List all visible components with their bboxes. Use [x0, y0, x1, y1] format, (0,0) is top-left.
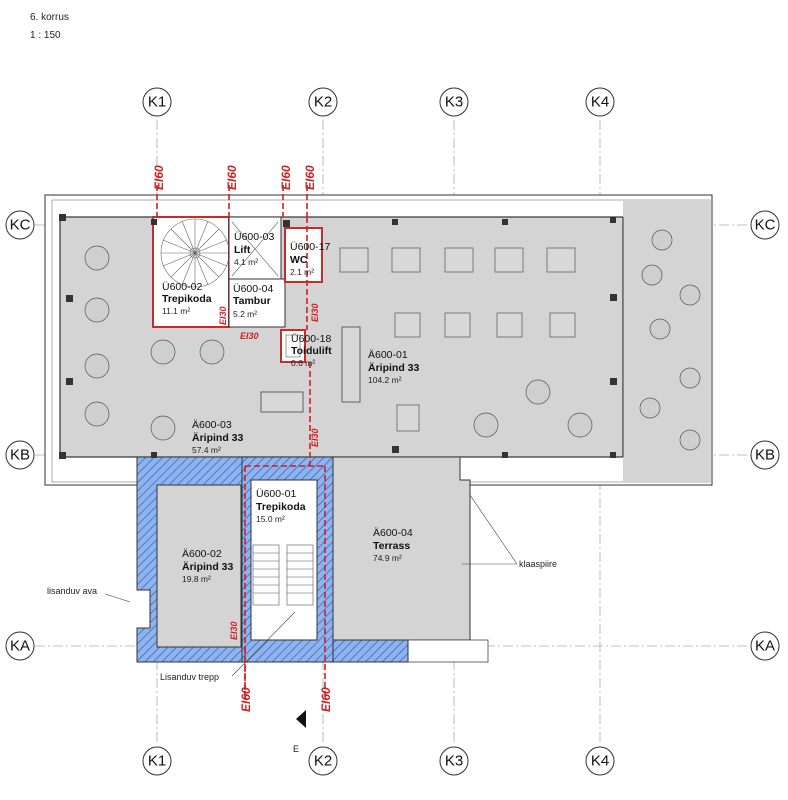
- room-a600-02-floor: [156, 484, 242, 648]
- columns: [59, 214, 617, 459]
- section-marker-label: E: [293, 744, 299, 754]
- svg-text:Ä600-01: Ä600-01: [368, 349, 408, 361]
- fire-label-ei60-6: EI60: [319, 687, 333, 712]
- grid-bubbles-left: KC KB KA: [5, 210, 35, 661]
- svg-text:15.0 m²: 15.0 m²: [256, 514, 285, 524]
- svg-text:Äripind 33: Äripind 33: [182, 560, 234, 573]
- svg-text:K1: K1: [148, 94, 166, 111]
- svg-text:Ü600-03: Ü600-03: [234, 231, 274, 243]
- fire-label-ei60-5: EI60: [239, 687, 253, 712]
- note-extra-opening: lisanduv ava: [47, 586, 97, 596]
- svg-text:19.8 m²: 19.8 m²: [182, 574, 211, 584]
- room-label-a600-02: Ä600-02 Äripind 33 19.8 m²: [182, 548, 234, 584]
- svg-text:5.2 m²: 5.2 m²: [233, 309, 257, 319]
- room-label-u600-17: Ü600-17 WC 2.1 m²: [290, 241, 330, 277]
- room-u600-04-tambur: [228, 278, 286, 328]
- svg-text:KA: KA: [10, 638, 30, 655]
- svg-text:0.6 m²: 0.6 m²: [291, 358, 315, 368]
- room-label-u600-02: Ü600-02 Trepikoda 11.1 m²: [162, 281, 212, 316]
- fire-label-ei60-2: EI60: [225, 165, 239, 190]
- room-label-a600-03: Ä600-03 Äripind 33 57.4 m²: [192, 419, 244, 455]
- svg-text:Ü600-04: Ü600-04: [233, 283, 273, 295]
- svg-text:104.2 m²: 104.2 m²: [368, 375, 402, 385]
- fire-label-ei30-1: EI30: [218, 306, 228, 325]
- room-label-a600-04: Ä600-04 Terrass 74.9 m²: [373, 527, 413, 563]
- note-glass-rail: klaaspiire: [519, 559, 557, 569]
- room-label-u600-04: Ü600-04 Tambur 5.2 m²: [233, 283, 273, 319]
- fire-label-ei60-4: EI60: [303, 165, 317, 190]
- svg-text:11.1 m²: 11.1 m²: [162, 306, 190, 316]
- svg-text:Ü600-17: Ü600-17: [290, 241, 330, 253]
- rect-tables: [339, 247, 576, 432]
- svg-text:Terrass: Terrass: [373, 540, 410, 552]
- svg-text:KC: KC: [10, 217, 31, 234]
- svg-text:Ä600-02: Ä600-02: [182, 548, 222, 560]
- svg-text:Äripind 33: Äripind 33: [368, 361, 420, 374]
- svg-text:Ä600-04: Ä600-04: [373, 527, 413, 539]
- svg-text:74.9 m²: 74.9 m²: [373, 553, 402, 563]
- svg-text:Trepikoda: Trepikoda: [256, 501, 306, 513]
- svg-text:KB: KB: [10, 447, 30, 464]
- grid-bubbles-top: K1 K2 K3 K4: [142, 87, 615, 117]
- stair-flight-lower: [252, 544, 314, 606]
- counter: [260, 391, 304, 413]
- svg-text:KA: KA: [755, 638, 775, 655]
- room-u600-18-dumbwaiter: [280, 329, 306, 363]
- fire-label-ei30-2: EI30: [240, 331, 259, 341]
- svg-text:4.1 m²: 4.1 m²: [234, 257, 258, 267]
- room-label-u600-03: Ü600-03 Lift 4.1 m²: [234, 231, 274, 267]
- svg-text:Lift: Lift: [234, 244, 251, 256]
- svg-text:K2: K2: [314, 753, 332, 770]
- svg-text:2.1 m²: 2.1 m²: [290, 267, 314, 277]
- fire-label-ei60-3: EI60: [279, 165, 293, 190]
- bar-counter: [341, 326, 361, 403]
- svg-text:Trepikoda: Trepikoda: [162, 293, 212, 305]
- room-label-u600-18: Ü600-18 Toidulift 0.6 m²: [291, 333, 332, 368]
- room-u600-17-wc: [284, 227, 323, 283]
- room-label-a600-01: Ä600-01 Äripind 33 104.2 m²: [368, 349, 420, 385]
- fire-label-ei30-3: EI30: [310, 303, 320, 322]
- svg-text:KB: KB: [755, 447, 775, 464]
- svg-text:K1: K1: [148, 753, 166, 770]
- note-extra-stair: Lisanduv trepp: [160, 672, 219, 682]
- svg-text:K2: K2: [314, 94, 332, 111]
- svg-text:Ü600-02: Ü600-02: [162, 281, 202, 293]
- fire-label-ei60-1: EI60: [152, 165, 166, 190]
- floor-title: 6. korrus: [30, 12, 69, 23]
- fire-label-ei30-5: EI30: [229, 621, 239, 640]
- scale-label: 1 : 150: [30, 30, 61, 41]
- svg-text:K3: K3: [445, 753, 463, 770]
- spiral-stair: [160, 218, 230, 288]
- svg-text:Ü600-01: Ü600-01: [256, 488, 296, 500]
- svg-text:WC: WC: [290, 254, 308, 266]
- svg-text:K4: K4: [591, 94, 609, 111]
- svg-text:57.4 m²: 57.4 m²: [192, 445, 221, 455]
- svg-text:Ä600-03: Ä600-03: [192, 419, 232, 431]
- svg-text:K4: K4: [591, 753, 609, 770]
- svg-text:KC: KC: [755, 217, 776, 234]
- svg-text:Ü600-18: Ü600-18: [291, 333, 331, 345]
- svg-text:Äripind 33: Äripind 33: [192, 431, 244, 444]
- section-marker-icon: [296, 710, 306, 728]
- svg-text:K3: K3: [445, 94, 463, 111]
- room-label-u600-01: Ü600-01 Trepikoda 15.0 m²: [256, 488, 306, 524]
- grid-bubbles-bottom: K1 K2 K3 K4: [142, 746, 615, 776]
- round-tables: [84, 229, 701, 451]
- grid-bubbles-right: KC KB KA: [750, 210, 780, 661]
- room-u600-01-floor: [250, 479, 318, 641]
- svg-text:Toidulift: Toidulift: [291, 345, 332, 357]
- svg-text:Tambur: Tambur: [233, 295, 271, 307]
- fire-compartment-lines: [156, 185, 326, 700]
- fire-label-ei30-4: EI30: [310, 428, 320, 447]
